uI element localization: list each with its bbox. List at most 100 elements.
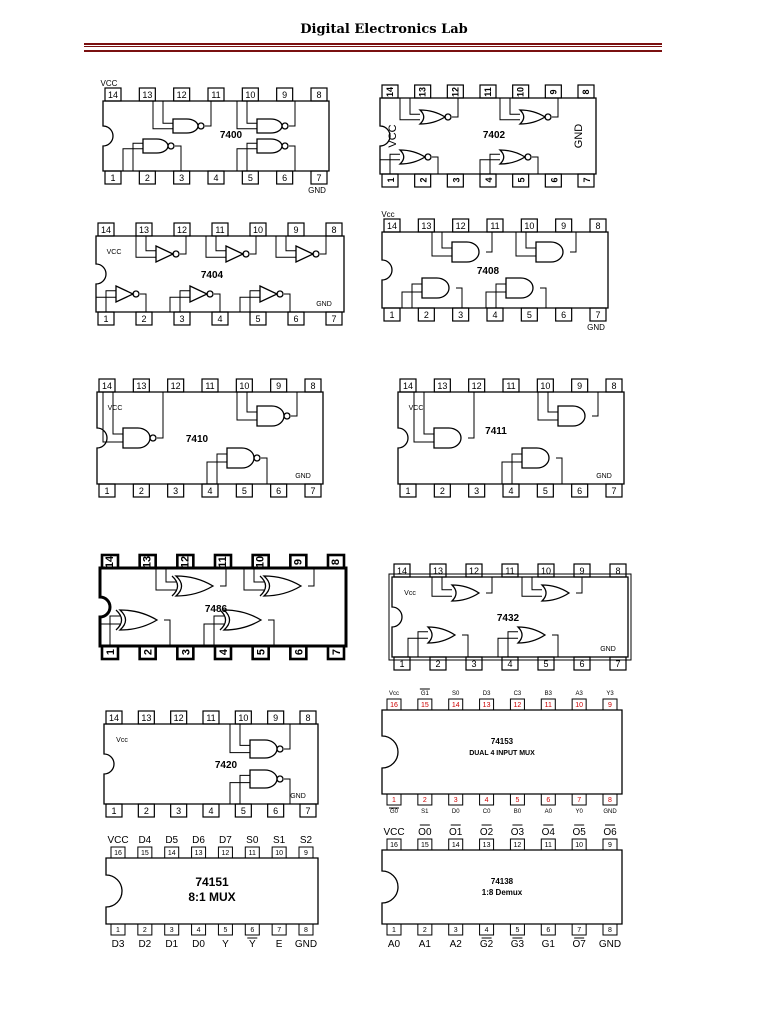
pin-name: O2 [480,827,494,838]
wire [102,392,123,443]
pin-top [173,87,191,102]
pin-top [138,553,157,570]
pin-bottom [383,307,401,322]
pin-name: D3 [483,691,491,697]
pin-top [501,563,519,578]
pin-number: 3 [474,486,479,496]
pin-number: 9 [293,225,298,235]
pin-number: 3 [179,314,184,324]
pin-number: 14 [101,225,111,235]
pin-top [325,222,343,237]
pin-name: Y0 [575,809,583,815]
pin-bottom [98,483,116,498]
chip-subtitle: DUAL 4 INPUT MUX [469,750,535,757]
pin-name: O5 [572,827,586,838]
pin-top [468,378,486,393]
pin-name: Y3 [606,691,614,697]
pin-number: 5 [248,173,253,183]
pin-number: 7 [310,486,315,496]
logic-gate-xor [115,609,159,631]
part-number: 7410 [186,434,209,445]
pin-number: 10 [575,842,583,849]
part-number: 74151 [195,875,229,889]
pin-bottom [191,923,207,936]
pin-top [213,553,233,570]
pin-number: 3 [179,173,184,183]
wire [164,619,171,646]
wire [216,453,227,484]
pin-top [602,838,618,851]
pin-bottom [176,644,195,661]
pin-top [520,218,538,233]
pin-number: 14 [385,87,395,97]
pin-number: 14 [452,702,460,709]
header-rule [84,43,662,52]
pin-top [207,87,225,102]
wire [203,623,224,646]
pin-name: G3 [511,939,525,950]
logic-gate-nand4 [249,769,284,789]
wire [135,236,156,258]
pin-name: S0 [246,835,259,846]
pin-top [137,846,153,859]
pin-bottom [502,483,520,498]
pin-bottom [448,923,464,936]
pin-top [251,553,270,570]
wire [407,637,428,657]
pin-bottom [137,803,155,818]
pin-bottom [589,307,607,322]
pin-number: 9 [276,381,281,391]
pin-number: 14 [168,850,176,857]
pin-bottom [602,793,618,806]
pin-bottom [135,311,153,326]
pin-number: 10 [275,850,283,857]
vcc-label: Vcc [381,210,394,219]
pin-bottom [173,170,191,185]
part-number: 74138 [491,877,514,886]
pin-number: 10 [239,381,249,391]
vcc-label: VCC [387,124,399,147]
pin-top [544,84,562,99]
wire [253,568,264,583]
pin-number: 4 [485,797,489,804]
wire [417,631,428,657]
wire [205,101,212,127]
pin-number: 12 [177,90,187,100]
pin-top [383,218,401,233]
wire [275,236,296,258]
pin-number: 3 [454,927,458,934]
wire [413,392,434,443]
wire [246,392,257,413]
pin-top [267,710,285,725]
chip-body [381,709,623,795]
pin-top [173,222,191,237]
pin-top [164,846,180,859]
pin-number: 14 [397,566,407,576]
pin-number: 4 [217,314,222,324]
pin-number: 6 [546,927,550,934]
pin-top [202,710,220,725]
pin-bottom [479,173,497,188]
pin-number: 5 [543,659,548,669]
pin-bottom [448,793,464,806]
pin-top [479,84,497,99]
pin-number: 9 [579,566,584,576]
pin-top [104,87,122,102]
pin-top [310,87,328,102]
wire [99,623,120,646]
wire [179,290,190,312]
pin-name: C3 [514,691,522,697]
pin-number: 8 [316,90,321,100]
pin-number: 5 [255,314,260,324]
pin-number: 3 [176,806,181,816]
wire [486,232,493,253]
logic-gate-nand3 [122,427,157,449]
pin-number: 5 [241,806,246,816]
pin-number: 2 [435,659,440,669]
pin-bottom [417,793,433,806]
pin-number: 15 [421,842,429,849]
pin-bottom [509,793,525,806]
chip-74151: 161VCCD3152D4D2143D5D1134D6D0125D7Y116S0… [105,835,319,950]
